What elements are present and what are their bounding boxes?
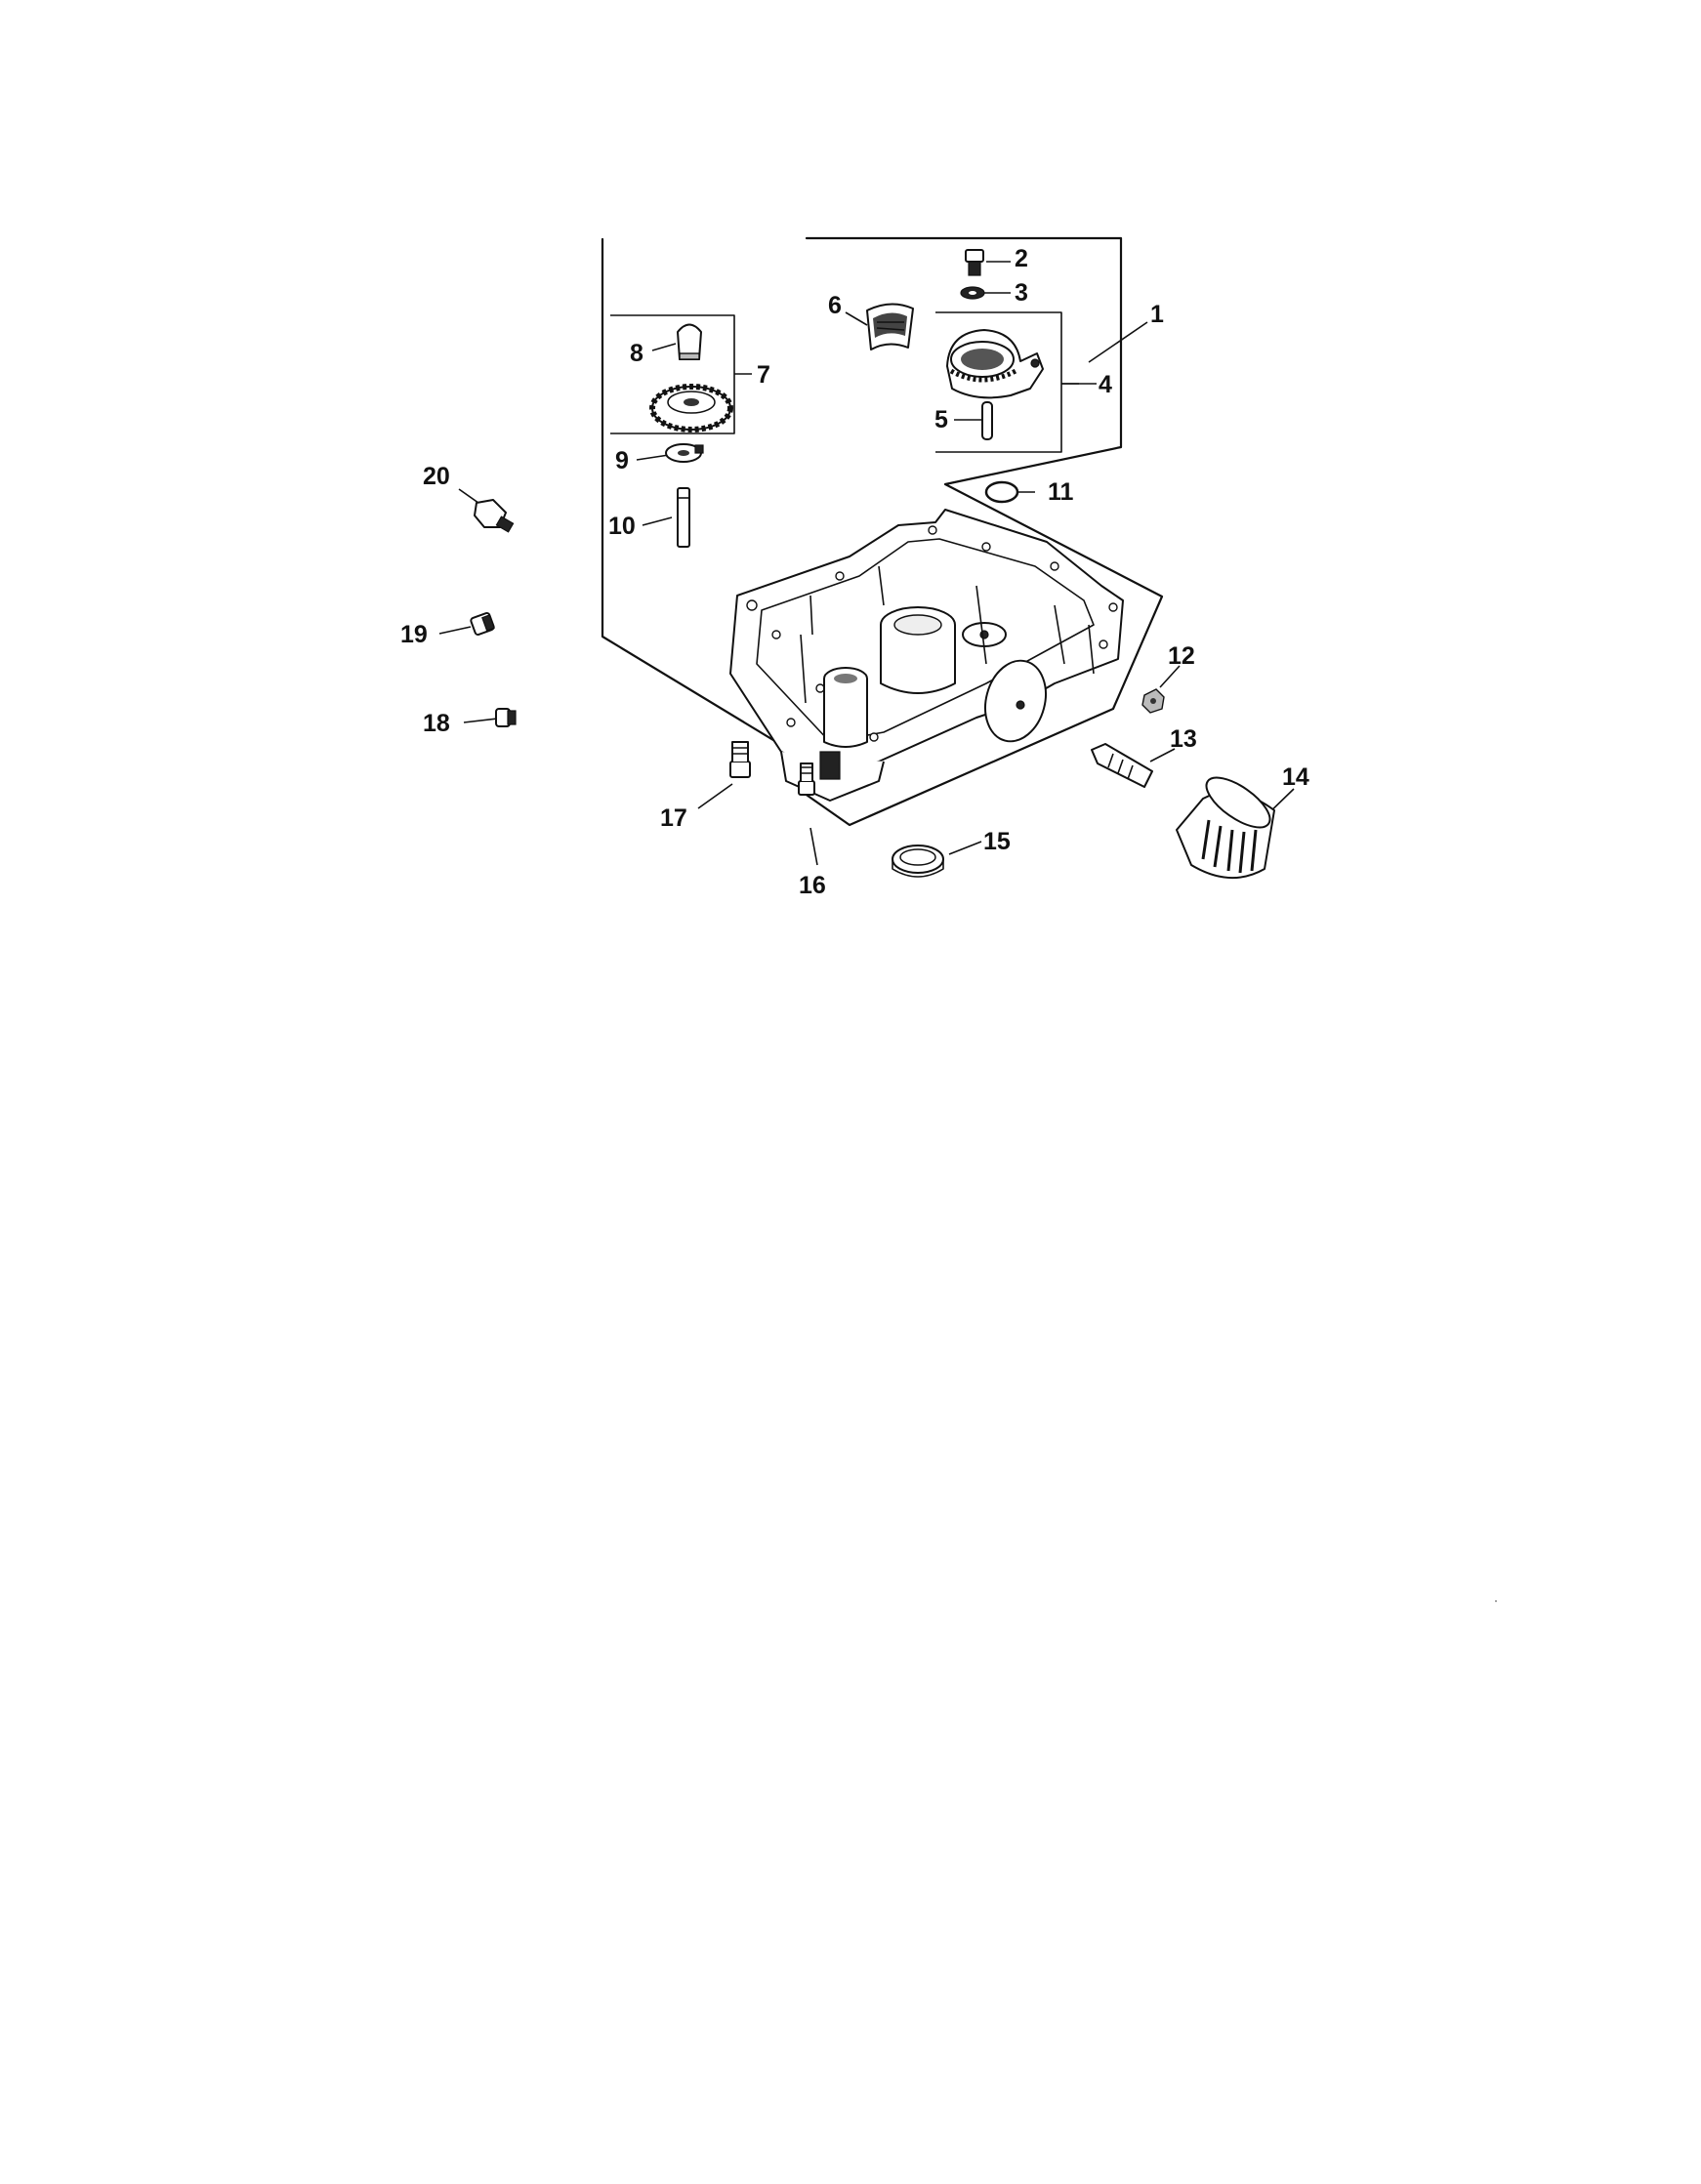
nipple-icon: [1091, 743, 1153, 788]
governor-gear-icon: [649, 384, 733, 433]
callout-6: 6: [828, 292, 842, 319]
callout-13: 13: [1170, 725, 1197, 753]
callout-17: 17: [660, 804, 687, 832]
shaft-icon: [677, 487, 690, 548]
oil-pressure-switch-icon: [474, 499, 515, 533]
callout-4: 4: [1099, 371, 1112, 398]
callout-1: 1: [1150, 301, 1164, 328]
callout-3: 3: [1015, 279, 1028, 307]
callout-10: 10: [608, 513, 636, 540]
bolt-icon: [798, 762, 815, 796]
callout-19: 19: [400, 621, 428, 648]
callout-5: 5: [934, 406, 948, 433]
regulating-pin-icon: [677, 323, 702, 360]
oil-seal-icon: [892, 845, 944, 878]
leader-lines: [438, 261, 1295, 866]
callout-15: 15: [983, 828, 1011, 855]
scan-speck: [1495, 1600, 1497, 1602]
callout-7: 7: [757, 361, 770, 389]
bracket-item-7: [610, 314, 752, 434]
nut-icon: [1141, 688, 1165, 714]
callout-2: 2: [1015, 245, 1028, 272]
oil-pan-housing-icon: [729, 509, 1124, 802]
bolt-icon: [729, 741, 751, 778]
callout-12: 12: [1168, 642, 1195, 670]
callout-16: 16: [799, 872, 826, 899]
pin-icon: [981, 401, 993, 440]
thrust-washer-icon: [665, 443, 704, 463]
callout-14: 14: [1282, 763, 1309, 791]
assembly-boundary: [601, 236, 1164, 827]
oil-filter-icon: [1176, 776, 1275, 879]
oil-pump-assembly-icon: [946, 329, 1044, 399]
plug-icon: [470, 611, 495, 637]
callout-11: 11: [1048, 478, 1074, 506]
callout-20: 20: [423, 463, 450, 490]
washer-icon: [960, 286, 985, 300]
plug-icon: [495, 708, 517, 727]
callout-18: 18: [423, 710, 450, 737]
pickup-screen-icon: [866, 303, 914, 350]
callout-9: 9: [615, 447, 629, 474]
callout-labels: 1 2 3 4 5 6 7 8 9 10 11 12 13 14 15 16 1…: [400, 245, 1309, 899]
screw-icon: [965, 249, 984, 276]
callout-8: 8: [630, 340, 643, 367]
o-ring-icon: [984, 480, 1019, 504]
